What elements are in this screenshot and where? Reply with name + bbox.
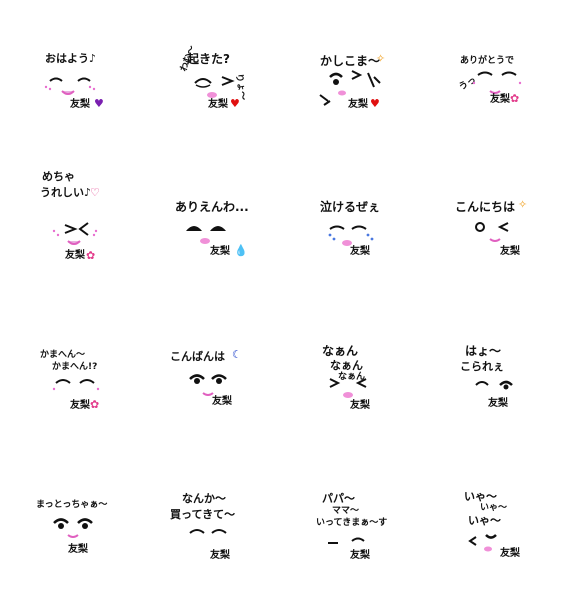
face-drawing [475, 222, 509, 242]
sticker-arigatou[interactable]: ありがとうで うっ 友梨 ✿ [430, 15, 562, 165]
sticker-text: いゃ〜 [464, 490, 497, 503]
name-label: 友梨 [68, 544, 88, 555]
name-label: 友梨 [490, 94, 510, 105]
sticker-text: おはよう♪ [45, 52, 97, 65]
sticker-text: いゃ〜 [480, 503, 508, 513]
sticker-text: なぁん [330, 359, 363, 372]
heart-icon: ♡ [90, 186, 100, 199]
face-drawing [186, 226, 226, 244]
sparkle-icon: ✿ [90, 398, 100, 411]
sticker-text: めちゃ [42, 170, 75, 183]
heart-icon: ♥ [370, 97, 380, 110]
sticker-text: ありがとうで [460, 56, 515, 66]
name-label: 友梨 [212, 396, 232, 407]
sticker-iya[interactable]: いゃ〜 いゃ〜 いゃ〜 友梨 [430, 465, 562, 615]
sticker-text: こられぇ [460, 360, 504, 373]
sticker-okita[interactable]: 起きた? わむ〜 りょ〜 友梨 ♥ [150, 15, 290, 165]
sticker-text: なぁん [322, 344, 359, 358]
sticker-hayo[interactable]: はょ〜 こられぇ 友梨 [430, 315, 562, 465]
name-label: 友梨 [70, 400, 90, 411]
sticker-text: はょ〜 [465, 344, 502, 358]
sticker-konbanwa[interactable]: こんばんは ☾ 友梨 [150, 315, 290, 465]
sticker-text: ありえんわ... [175, 200, 249, 214]
heart-icon: ♥ [230, 97, 240, 110]
sticker-text: うれしい♪ [40, 186, 92, 199]
name-label: 友梨 [350, 550, 370, 561]
face-drawing [472, 71, 522, 94]
face-drawing [53, 518, 93, 538]
name-label: 友梨 [65, 250, 85, 261]
sticker-text: なんか〜 [182, 492, 226, 505]
sticker-naan[interactable]: なぁん なぁん なぁん 友梨 [290, 315, 430, 465]
sticker-nakeruze[interactable]: 泣けるぜぇ 友梨 [290, 165, 430, 315]
sparkle-icon: ✧ [518, 198, 528, 211]
sticker-text: 起きた? [187, 52, 230, 66]
sticker-text: 買ってきて〜 [170, 508, 236, 521]
name-label: 友梨 [488, 398, 508, 409]
sparkle-icon: ✿ [510, 92, 520, 105]
face-drawing [194, 76, 235, 98]
sweat-icon: 💧 [234, 244, 248, 257]
sticker-text: まっとっちゃぁ〜 [36, 500, 108, 510]
sparkle-icon: ✿ [86, 249, 96, 262]
sticker-kashikoma[interactable]: かしこま〜 ✧ 友梨 ♥ [290, 15, 430, 165]
sticker-nanka[interactable]: なんか〜 買ってきて〜 友梨 [150, 465, 290, 615]
name-label: 友梨 [210, 550, 230, 561]
face-drawing [52, 379, 100, 391]
sticker-konnichiwa[interactable]: こんにちは ✧ 友梨 [430, 165, 562, 315]
sticker-text: パパ〜 [322, 492, 355, 505]
sticker-mecha-ureshii[interactable]: めちゃ うれしい♪ ♡ 友梨 ✿ [10, 165, 150, 315]
sticker-text: いってきまぁ〜す [316, 518, 388, 528]
sparkle-icon: ✧ [376, 52, 386, 65]
sticker-text: かしこま〜 [320, 54, 381, 68]
name-label: 友梨 [500, 246, 520, 257]
name-label: 友梨 [348, 99, 368, 110]
sticker-text: ママ〜 [332, 506, 360, 516]
face-drawing [189, 529, 227, 534]
face-drawing [52, 222, 98, 245]
face-drawing [329, 378, 367, 398]
face-drawing [468, 534, 497, 552]
name-label: 友梨 [500, 548, 520, 559]
moon-icon: ☾ [232, 348, 242, 361]
sticker-text: いゃ〜 [468, 514, 501, 527]
face-drawing [189, 374, 227, 396]
sticker-ohayou[interactable]: おはよう♪ 友梨 ♥ [10, 15, 150, 165]
name-label: 友梨 [350, 400, 370, 411]
sticker-mattocchaa[interactable]: まっとっちゃぁ〜 友梨 [10, 465, 150, 615]
face-drawing [328, 537, 365, 544]
sticker-kamahen[interactable]: かまへん〜 かまへん!? 友梨 ✿ [10, 315, 150, 465]
face-drawing [319, 70, 381, 106]
sticker-text: かまへん〜 [40, 350, 86, 360]
sticker-arienwa[interactable]: ありえんわ... 友梨 💧 [150, 165, 290, 315]
heart-icon: ♥ [94, 97, 104, 110]
face-drawing [328, 225, 374, 246]
name-label: 友梨 [350, 246, 370, 257]
sticker-ittekimasu[interactable]: パパ〜 ママ〜 いってきまぁ〜す 友梨 [290, 465, 430, 615]
name-label: 友梨 [210, 246, 230, 257]
name-label: 友梨 [208, 99, 228, 110]
face-drawing [44, 77, 96, 95]
sticker-text: なぁん [338, 372, 366, 382]
sticker-text: こんばんは [170, 350, 225, 363]
sticker-text: こんにちは [455, 200, 516, 214]
name-label: 友梨 [70, 99, 90, 110]
sticker-text: かまへん!? [52, 362, 98, 372]
sticker-text: 泣けるぜぇ [320, 200, 381, 214]
face-drawing [475, 380, 513, 390]
sticker-grid: おはよう♪ 友梨 ♥ 起きた? わむ〜 りょ〜 友梨 ♥ かしこま〜 ✧ [10, 15, 562, 560]
